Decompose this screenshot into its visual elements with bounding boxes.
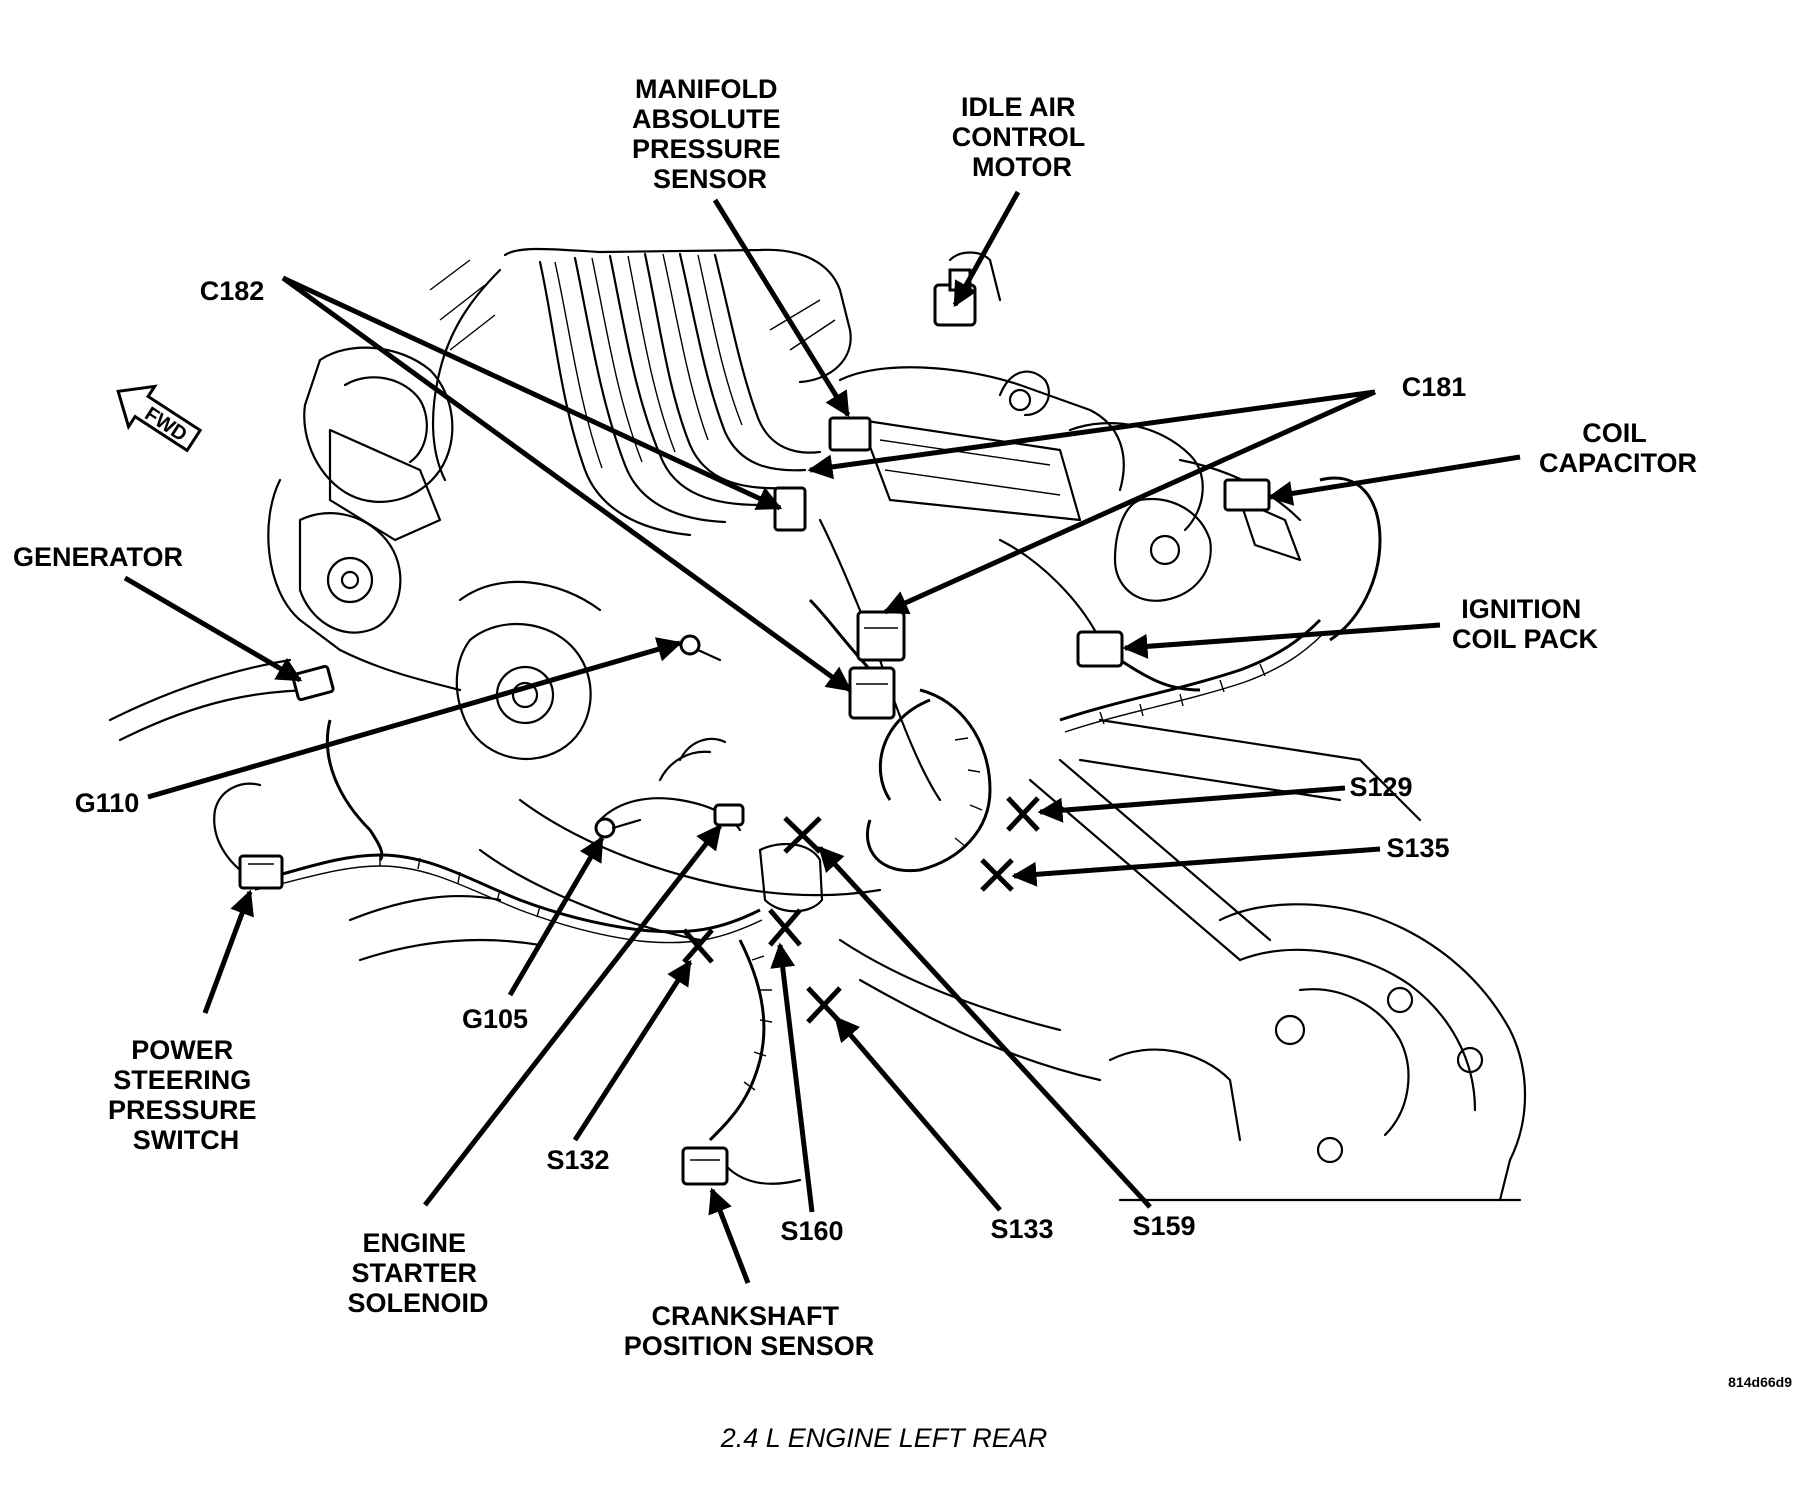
c181-connector [856, 610, 906, 662]
s160-mark [768, 908, 802, 947]
s159-mark [783, 816, 822, 854]
wiring-harness [213, 476, 1382, 1185]
engine-illustration [108, 247, 1527, 1202]
label-g110: G110 [75, 788, 140, 818]
splice-marks [682, 796, 1040, 1024]
label-power-steering-switch: POWER STEERING PRESSURE SWITCH [108, 1035, 264, 1155]
ignition-coil-connector [1076, 630, 1124, 668]
label-ignition-coil-pack: IGNITION COIL PACK [1452, 594, 1599, 654]
label-c182: C182 [200, 276, 265, 306]
map-sensor-connector [828, 416, 872, 452]
label-s160: S160 [780, 1216, 843, 1246]
label-s135: S135 [1386, 833, 1449, 863]
coil-capacitor-connector [1223, 478, 1271, 512]
g105-ground [594, 817, 616, 839]
leader-lines [123, 190, 1521, 1284]
label-g105: G105 [462, 1004, 528, 1034]
label-generator: GENERATOR [13, 542, 183, 572]
crankshaft-connector [681, 1146, 729, 1186]
label-crankshaft-position-sensor: CRANKSHAFT POSITION SENSOR [624, 1301, 875, 1361]
s133-mark [806, 986, 842, 1024]
s132-mark [682, 928, 714, 964]
generator-connector [291, 664, 335, 702]
power-steering-connector [238, 854, 284, 890]
diagram-caption: 2.4 L ENGINE LEFT REAR [720, 1423, 1048, 1453]
starter-terminal [713, 803, 745, 827]
label-map-sensor: MANIFOLD ABSOLUTE PRESSURE SENSOR [632, 74, 788, 194]
label-coil-capacitor: COIL CAPACITOR [1539, 418, 1697, 478]
c182-connector-bottom [848, 666, 896, 720]
label-c181: C181 [1402, 372, 1467, 402]
label-s132: S132 [546, 1145, 609, 1175]
s135-mark [980, 858, 1014, 892]
s129-mark [1006, 796, 1040, 832]
starter-solenoid [758, 843, 824, 913]
label-s133: S133 [990, 1214, 1053, 1244]
label-idle-air-control: IDLE AIR CONTROL MOTOR [952, 92, 1093, 182]
label-engine-starter-solenoid: ENGINE STARTER SOLENOID [347, 1228, 488, 1318]
figure-code: 814d66d9 [1728, 1374, 1792, 1390]
label-s159: S159 [1132, 1211, 1195, 1241]
fwd-arrow: FWD [116, 384, 203, 453]
g110-ground [679, 634, 701, 656]
callout-labels: MANIFOLD ABSOLUTE PRESSURE SENSOR IDLE A… [13, 74, 1697, 1361]
label-s129: S129 [1349, 772, 1412, 802]
